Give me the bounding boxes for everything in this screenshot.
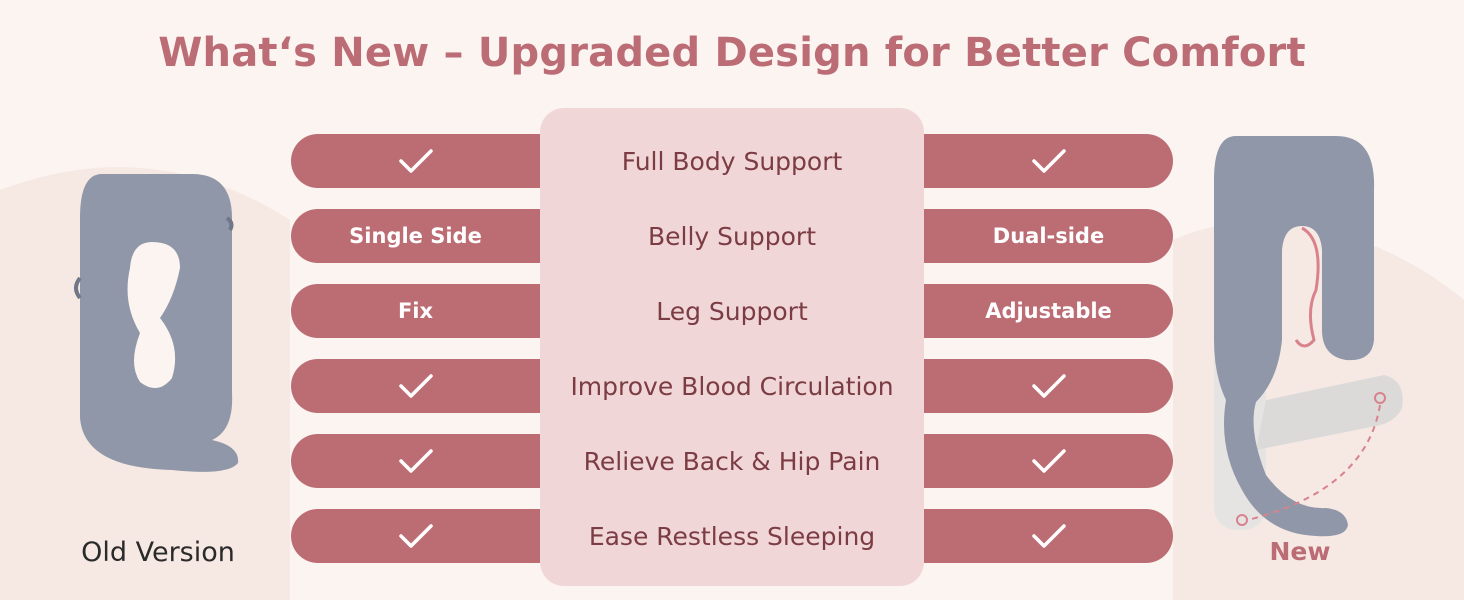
new-value [924,359,1173,413]
new-version-caption: New [1269,537,1331,566]
old-value-text: Single Side [349,224,482,248]
new-value: Dual-side [924,209,1173,263]
feature-label: Full Body Support [540,134,924,188]
check-icon [1031,522,1067,550]
new-value [924,434,1173,488]
page-title: What‘s New – Upgraded Design for Better … [158,30,1306,76]
comparison-row: Full Body Support [291,134,1173,188]
feature-label: Relieve Back & Hip Pain [540,434,924,488]
feature-label: Leg Support [540,284,924,338]
comparison-row: Relieve Back & Hip Pain [291,434,1173,488]
old-value-text: Fix [397,299,434,323]
feature-label: Improve Blood Circulation [540,359,924,413]
check-icon [1031,372,1067,400]
check-icon [398,147,434,175]
new-pillow-image [1214,136,1403,537]
new-value-text: Dual-side [992,224,1105,248]
old-version-caption: Old Version [81,537,235,568]
new-value [924,509,1173,563]
check-icon [1031,147,1067,175]
old-value [291,134,540,188]
feature-label: Belly Support [540,209,924,263]
feature-label: Ease Restless Sleeping [540,509,924,563]
old-value: Single Side [291,209,540,263]
old-value [291,359,540,413]
new-value [924,134,1173,188]
new-value-text: Adjustable [985,299,1112,323]
comparison-row: Ease Restless Sleeping [291,509,1173,563]
old-value [291,434,540,488]
check-icon [398,372,434,400]
old-pillow-image [74,174,239,472]
check-icon [1031,447,1067,475]
old-value: Fix [291,284,540,338]
new-value: Adjustable [924,284,1173,338]
check-icon [398,447,434,475]
comparison-row: Fix Leg Support Adjustable [291,284,1173,338]
check-icon [398,522,434,550]
old-value [291,509,540,563]
comparison-row: Improve Blood Circulation [291,359,1173,413]
comparison-row: Single Side Belly Support Dual-side [291,209,1173,263]
